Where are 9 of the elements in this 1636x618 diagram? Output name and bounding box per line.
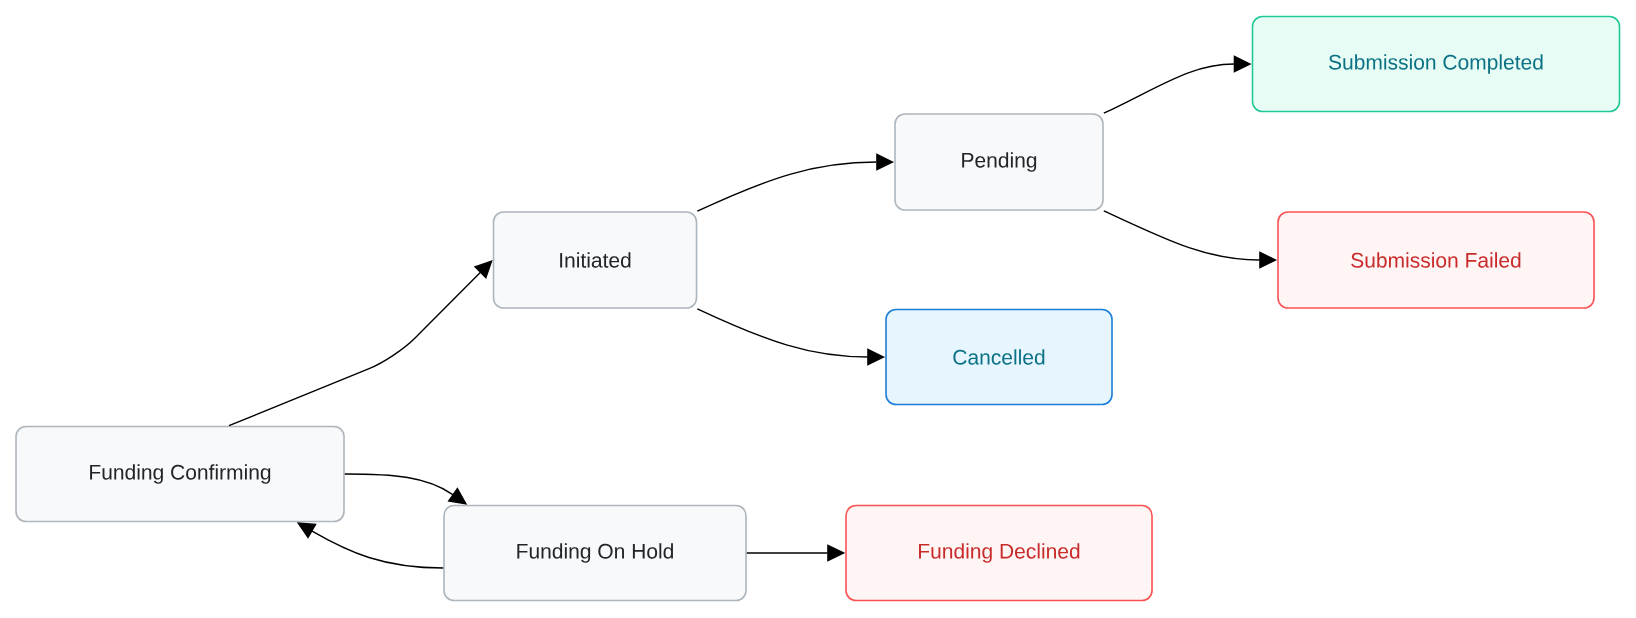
- state-box: Initiated: [492, 211, 698, 309]
- state-box: Submission Failed: [1277, 211, 1595, 309]
- state-box: Cancelled: [885, 308, 1113, 406]
- state-box: Funding Confirming: [15, 425, 345, 523]
- state-box: Pending: [894, 113, 1104, 211]
- state-box: Funding Declined: [845, 504, 1153, 602]
- arrow: [228, 260, 493, 427]
- state-box: Submission Completed: [1251, 15, 1621, 113]
- state-box: Funding On Hold: [443, 504, 747, 602]
